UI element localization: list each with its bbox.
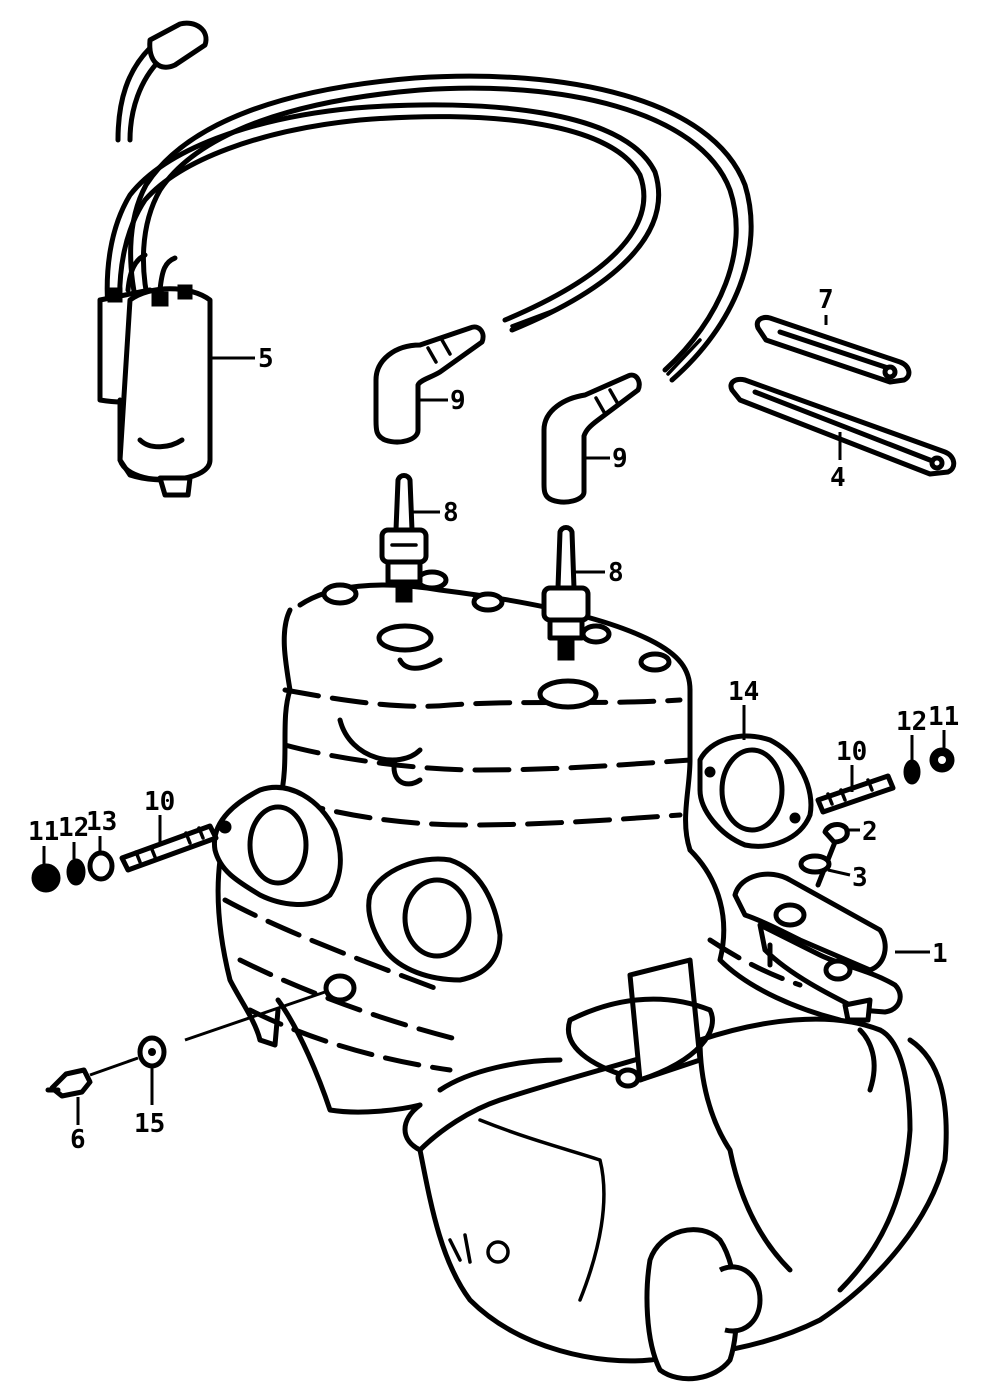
callout-11-right: 11 [928, 702, 959, 732]
callout-12-right: 12 [896, 707, 927, 737]
callout-11-left: 11 [28, 817, 59, 847]
callout-4: 4 [830, 463, 846, 493]
callout-3: 3 [852, 863, 868, 893]
plate-7 [754, 315, 912, 385]
high-tension-wires [104, 20, 754, 383]
callout-7: 7 [818, 285, 834, 315]
intake-gasket [697, 733, 814, 849]
spark-plug-right [541, 525, 591, 661]
lock-washer-left [66, 858, 86, 886]
plug-cap-left [373, 324, 486, 445]
callout-13: 13 [86, 807, 117, 837]
ignition-bracket [732, 871, 903, 1023]
crankcase-port [323, 973, 357, 1003]
callout-2: 2 [862, 817, 878, 847]
callout-5: 5 [258, 344, 274, 374]
stud-left [119, 820, 232, 873]
flat-washer-left [87, 850, 115, 882]
callout-15: 15 [134, 1109, 165, 1139]
callout-8-left: 8 [443, 498, 459, 528]
ignition-coil [97, 252, 213, 498]
drain-bolt-6 [45, 1067, 93, 1099]
engine-block [215, 569, 949, 1382]
callout-1: 1 [932, 939, 948, 969]
callout-9-left: 9 [450, 386, 466, 416]
gasket-15 [137, 1035, 167, 1069]
callout-12-left: 12 [58, 813, 89, 843]
plate-4 [728, 377, 957, 477]
nut-right [929, 747, 955, 773]
callout-6: 6 [70, 1125, 86, 1155]
stud-right [815, 773, 896, 815]
callout-10-right: 10 [836, 737, 867, 767]
nut-left [31, 863, 61, 893]
exhaust-flange-left [212, 784, 343, 907]
washer [798, 853, 832, 875]
callout-8-right: 8 [608, 558, 624, 588]
spark-plug-left [379, 473, 429, 603]
exhaust-flange-center [366, 856, 503, 983]
plug-cap-right [541, 372, 642, 505]
callout-14: 14 [728, 677, 759, 707]
lock-washer-right [903, 759, 921, 785]
callout-10-left: 10 [144, 787, 175, 817]
callout-9-right: 9 [612, 444, 628, 474]
